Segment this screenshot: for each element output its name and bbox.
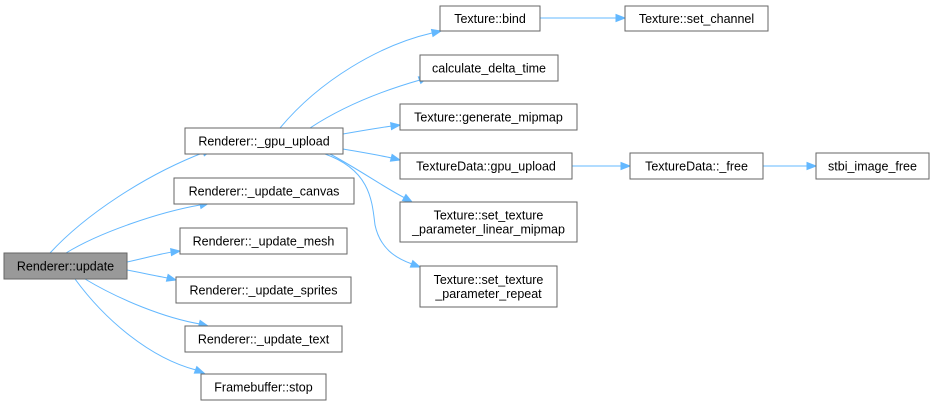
node-box <box>815 152 930 180</box>
node-update-text[interactable]: Renderer::_update_text <box>184 325 343 353</box>
edge-line <box>84 278 201 325</box>
arrowhead-icon <box>409 259 422 268</box>
edge-line <box>342 148 393 159</box>
edge-texturedata-free-to-stbi-image-free <box>763 161 818 171</box>
edge-line <box>126 269 169 279</box>
edge-gpu-upload-to-texturedata-gpu-upload <box>342 148 402 162</box>
node-label: Texture::generate_mipmap <box>414 111 563 125</box>
arrowhead-icon <box>193 365 206 374</box>
arrowhead-icon <box>390 121 402 131</box>
edge-line <box>309 79 421 129</box>
node-gpu-upload[interactable]: Renderer::_gpu_upload <box>184 127 344 155</box>
node-label: TextureData::_free <box>645 160 748 174</box>
edge-line <box>279 32 433 129</box>
node-framebuffer-stop[interactable]: Framebuffer::stop <box>200 373 327 401</box>
node-label: Renderer::_gpu_upload <box>198 135 329 149</box>
node-label: calculate_delta_time <box>432 62 546 76</box>
node-label: stbi_image_free <box>828 160 917 174</box>
node-label: Texture::bind <box>454 12 526 26</box>
node-box <box>200 373 327 401</box>
edge-renderer-update-to-framebuffer-stop <box>74 278 206 374</box>
edge-texturedata-gpu-upload-to-texturedata-free <box>572 161 632 171</box>
node-box <box>179 227 348 255</box>
node-box <box>439 5 541 32</box>
arrowhead-icon <box>620 161 632 171</box>
node-box <box>3 252 128 280</box>
node-set-channel[interactable]: Texture::set_channel <box>624 5 769 32</box>
node-renderer-update[interactable]: Renderer::update <box>3 252 128 280</box>
node-set-param-repeat[interactable]: Texture::set_texture_parameter_repeat <box>419 265 558 308</box>
node-calc-delta-time[interactable]: calculate_delta_time <box>419 54 559 82</box>
edge-texture-bind-to-set-channel <box>540 13 627 23</box>
node-box <box>184 325 343 353</box>
node-label: Renderer::update <box>17 260 114 274</box>
edge-line <box>342 125 393 135</box>
node-box <box>399 103 578 131</box>
edge-renderer-update-to-update-mesh <box>126 247 182 263</box>
edge-gpu-upload-to-set-param-repeat <box>324 153 422 268</box>
edge-line <box>74 278 197 371</box>
node-label: Renderer::_update_canvas <box>189 185 340 199</box>
node-label: Framebuffer::stop <box>214 381 312 395</box>
node-stbi-image-free[interactable]: stbi_image_free <box>815 152 930 180</box>
edge-line <box>324 153 413 265</box>
edge-line <box>329 153 406 199</box>
node-texturedata-gpu-upload[interactable]: TextureData::gpu_upload <box>399 152 573 180</box>
arrowhead-icon <box>401 193 414 203</box>
node-set-param-linear-mipmap[interactable]: Texture::set_texture_parameter_linear_mi… <box>399 201 578 243</box>
node-update-mesh[interactable]: Renderer::_update_mesh <box>179 227 348 255</box>
node-label: Renderer::_update_text <box>198 333 330 347</box>
node-box <box>399 201 578 243</box>
node-label: Texture::set_channel <box>639 12 754 26</box>
node-box <box>399 152 573 180</box>
arrowhead-icon <box>165 273 178 282</box>
node-label: Renderer::_update_mesh <box>193 235 335 249</box>
node-label: _parameter_linear_mipmap <box>411 223 565 237</box>
node-box <box>629 152 764 180</box>
node-texturedata-free[interactable]: TextureData::_free <box>629 152 764 180</box>
edge-gpu-upload-to-set-param-linear-mipmap <box>329 153 414 203</box>
node-box <box>624 5 769 32</box>
node-label: Texture::set_texture <box>434 209 544 223</box>
node-box <box>419 265 558 308</box>
node-label: Texture::set_texture <box>434 273 544 287</box>
node-label: TextureData::gpu_upload <box>416 160 556 174</box>
edge-gpu-upload-to-generate-mipmap <box>342 121 402 135</box>
node-label: _parameter_repeat <box>434 287 542 301</box>
node-box <box>175 276 352 304</box>
edge-line <box>126 251 173 263</box>
edge-line <box>65 204 201 254</box>
node-label: Renderer::_update_sprites <box>189 284 337 298</box>
node-box <box>419 54 559 82</box>
arrowhead-icon <box>615 13 627 23</box>
node-texture-bind[interactable]: Texture::bind <box>439 5 541 32</box>
nodes-layer: Renderer::update Renderer::_gpu_uploadRen… <box>3 5 930 401</box>
arrowhead-icon <box>170 247 182 257</box>
node-box <box>184 127 344 155</box>
node-update-sprites[interactable]: Renderer::_update_sprites <box>175 276 352 304</box>
edge-line <box>49 151 206 254</box>
arrowhead-icon <box>389 153 402 162</box>
edge-renderer-update-to-update-sprites <box>126 269 178 282</box>
arrowhead-icon <box>806 161 818 171</box>
node-box <box>173 177 355 205</box>
arrowhead-icon <box>430 28 443 38</box>
node-generate-mipmap[interactable]: Texture::generate_mipmap <box>399 103 578 131</box>
node-update-canvas[interactable]: Renderer::_update_canvas <box>173 177 355 205</box>
edge-gpu-upload-to-texture-bind <box>279 28 443 129</box>
